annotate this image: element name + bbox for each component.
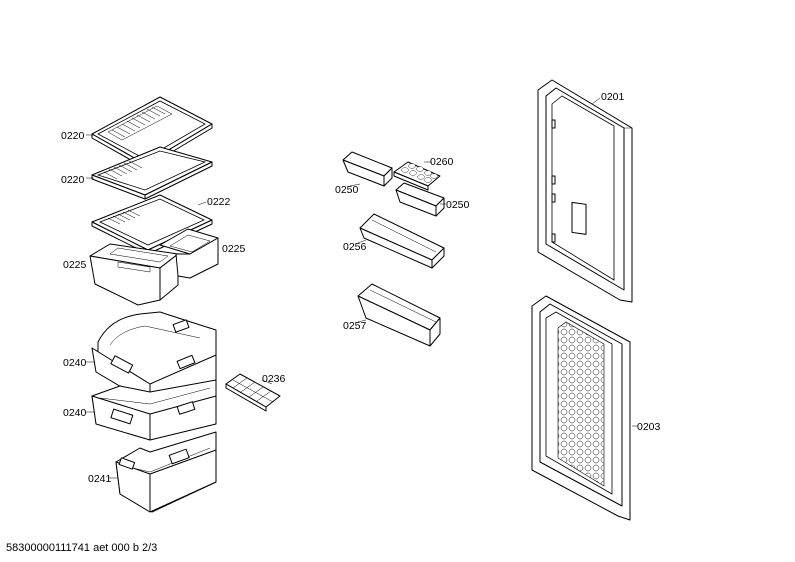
ice-tray-0236 bbox=[225, 373, 281, 412]
door-compartment-pattern bbox=[557, 321, 605, 487]
drawer-0240-second bbox=[91, 379, 217, 441]
label-0250-right: 0250 bbox=[446, 199, 470, 211]
label-0225-right: 0225 bbox=[222, 243, 246, 255]
label-0240-top: 0240 bbox=[63, 357, 87, 369]
label-0250-left: 0250 bbox=[335, 184, 359, 196]
egg-tray-0260 bbox=[393, 161, 441, 191]
label-0201: 0201 bbox=[601, 91, 625, 103]
document-reference-footer: 58300000111741 aet 000 b 2/3 bbox=[6, 542, 158, 554]
label-0225-left: 0225 bbox=[63, 259, 87, 271]
door-shelf-0250-right bbox=[395, 182, 445, 217]
door-shelf-0256 bbox=[359, 213, 445, 269]
drawer-0225-right bbox=[159, 228, 219, 279]
upper-door-0201 bbox=[537, 79, 633, 303]
label-0236: 0236 bbox=[262, 373, 286, 385]
drawer-0241 bbox=[115, 431, 217, 513]
label-0203: 0203 bbox=[637, 421, 661, 433]
label-0222: 0222 bbox=[207, 196, 231, 208]
label-0220-top: 0220 bbox=[61, 130, 85, 142]
label-0220-second: 0220 bbox=[61, 174, 85, 186]
door-shelf-0257 bbox=[357, 283, 441, 347]
glass-shelf-0220-second bbox=[91, 146, 213, 200]
label-0257: 0257 bbox=[343, 320, 367, 332]
drawer-0225-left bbox=[89, 243, 179, 306]
label-0241: 0241 bbox=[88, 473, 112, 485]
door-shelf-0250-left bbox=[342, 151, 393, 187]
label-0260: 0260 bbox=[430, 156, 454, 168]
label-0256: 0256 bbox=[343, 241, 367, 253]
label-0240-second: 0240 bbox=[63, 407, 87, 419]
